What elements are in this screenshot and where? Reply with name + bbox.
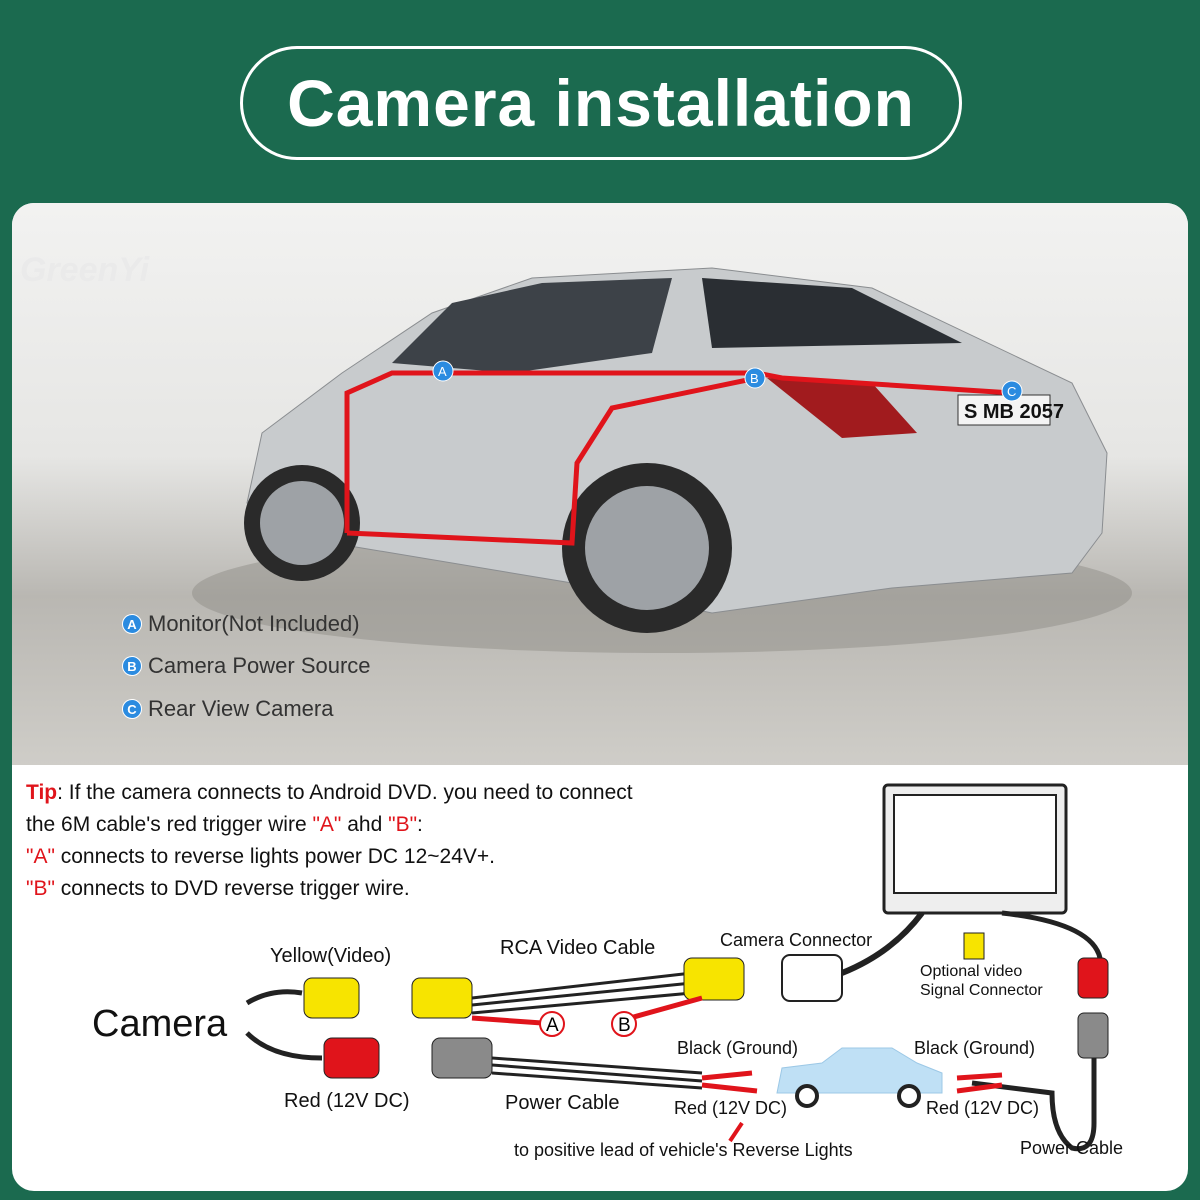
camera-connector-label: Camera Connector xyxy=(720,930,873,950)
optional-video-label: Optional video xyxy=(920,963,1023,980)
camera-label: Camera xyxy=(92,1003,228,1045)
svg-text:A: A xyxy=(546,1015,559,1036)
wiring-diagram: A B xyxy=(245,783,1109,1152)
arrow-icon xyxy=(728,1121,744,1143)
yellow-video-label: Yellow(Video) xyxy=(270,945,392,967)
page-title: Camera installation xyxy=(240,46,962,160)
black-ground-label-2: Black (Ground) xyxy=(914,1038,1036,1058)
marker-a-icon: A xyxy=(122,614,142,634)
marker-b-icon: B xyxy=(122,656,142,676)
svg-text:B: B xyxy=(618,1015,631,1036)
vehicle-icon xyxy=(776,1047,943,1108)
watermark: GreenYi xyxy=(20,251,150,289)
signal-connector-label: Signal Connector xyxy=(920,982,1043,999)
power-cable-label: Power Cable xyxy=(505,1092,620,1114)
marker-a: A xyxy=(432,360,454,382)
red-12v-label-2: Red (12V DC) xyxy=(674,1098,788,1118)
tip-text: Tip: If the camera connects to Android D… xyxy=(26,781,633,900)
svg-text:A: A xyxy=(438,364,447,379)
car-illustration: S MB 2057 A B C xyxy=(192,267,1132,653)
black-ground-label: Black (Ground) xyxy=(677,1038,799,1058)
rca-cable-label: RCA Video Cable xyxy=(500,937,656,959)
marker-b: B xyxy=(744,367,766,389)
red-12v-label: Red (12V DC) xyxy=(284,1090,410,1112)
svg-text:C: C xyxy=(1007,384,1016,399)
license-plate: S MB 2057 xyxy=(964,401,1064,423)
power-cable-label-2: Power Cable xyxy=(1020,1138,1124,1158)
svg-text:B: B xyxy=(750,371,759,386)
reverse-lights-note: to positive lead of vehicle's Reverse Li… xyxy=(514,1140,853,1160)
marker-c: C xyxy=(1001,380,1023,402)
red-12v-label-3: Red (12V DC) xyxy=(926,1098,1040,1118)
marker-c-icon: C xyxy=(122,699,142,719)
monitor-icon xyxy=(882,783,1068,915)
